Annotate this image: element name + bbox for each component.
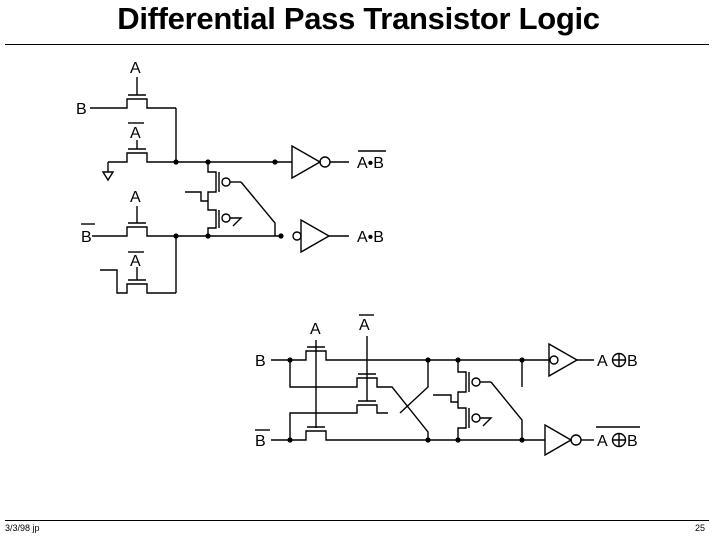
xor-transistor-4 (289, 373, 388, 440)
label-out-and: A•B (357, 229, 384, 246)
label-b-in: B (76, 101, 87, 118)
label-xor-b: B (255, 353, 266, 370)
xor-symbol-bottom (611, 432, 627, 448)
label-xor-out-b: B (627, 353, 638, 370)
title-rule (5, 44, 709, 45)
label-xor-bbar: B (255, 433, 266, 450)
label-abar-2: A (130, 253, 141, 270)
xor-inverter-bottom (544, 423, 594, 457)
footer-date: 3/3/98 jp (5, 523, 40, 533)
restore-pmos (185, 162, 276, 236)
page-number: 25 (694, 523, 705, 533)
label-xor-abar: A (359, 317, 370, 334)
inverter-top (291, 144, 349, 180)
footer-rule (5, 520, 709, 521)
xor-transistor-2 (290, 426, 545, 441)
label-abar-1: A (130, 125, 141, 142)
ground-icon (101, 171, 115, 182)
label-bbar-in: B (81, 229, 92, 246)
label-a-top: A (130, 60, 141, 77)
xor-transistor-3 (289, 360, 429, 440)
xor-symbol-top (611, 352, 627, 368)
page-title: Differential Pass Transistor Logic (117, 1, 600, 36)
pass-transistor-1 (90, 77, 176, 109)
pass-transistor-2 (101, 140, 176, 182)
xor-junctions (287, 357, 525, 443)
label-out-nand: A•B (357, 155, 384, 172)
label-xor-out-a: A (597, 353, 608, 370)
label-xnor-out-a: A (597, 433, 608, 450)
xor-restore-pmos (433, 360, 523, 440)
label-xnor-out-b: B (627, 433, 638, 450)
diagram-labels: A B A A B A A•B A•B A A B B A B A B (76, 60, 638, 450)
and-junctions (173, 159, 284, 239)
inverter-bottom (292, 218, 349, 254)
pass-transistor-3 (92, 206, 176, 237)
xor-circuit (255, 314, 640, 457)
and-circuit (81, 77, 386, 294)
label-xor-a: A (310, 321, 321, 338)
label-a-mid: A (130, 189, 141, 206)
pass-transistor-4 (100, 267, 176, 294)
xor-transistor-1 (290, 346, 549, 361)
xor-inverter-top (548, 342, 594, 378)
